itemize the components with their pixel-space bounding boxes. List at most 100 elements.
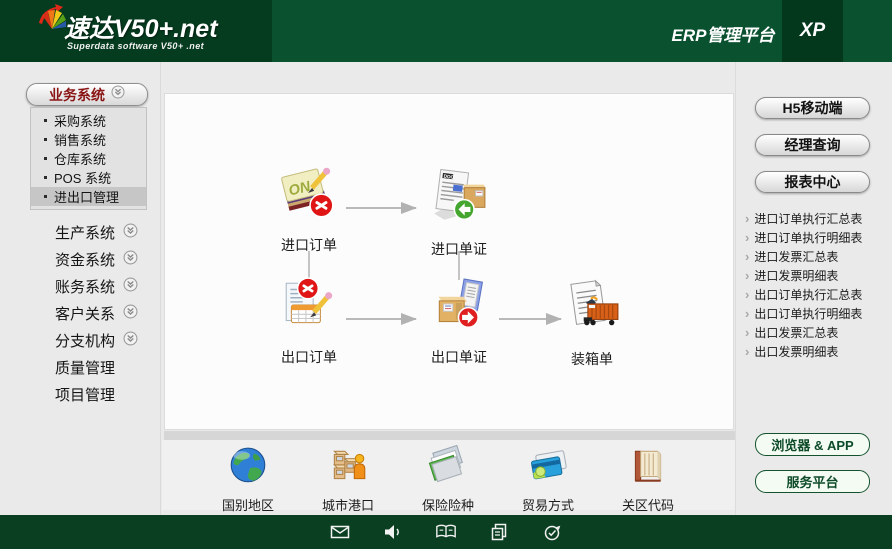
- bullet-icon: [44, 119, 47, 122]
- strip-item-customs-codes[interactable]: 关区代码: [598, 440, 698, 513]
- flow-arrows: [308, 202, 562, 325]
- chevron-right-icon: ›: [745, 249, 750, 264]
- report-link-export-invoice-summary[interactable]: › 出口发票汇总表: [745, 323, 838, 342]
- flow-node-label: 装箱单: [571, 351, 613, 367]
- strip-item-label: 关区代码: [621, 498, 674, 513]
- button-label: 服务平台: [786, 475, 839, 490]
- flow-node-label: 进口订单: [281, 237, 337, 253]
- report-link-import-order-summary[interactable]: ›进口订单执行汇总表: [745, 209, 862, 228]
- sidebar-item-label: 仓库系统: [54, 152, 107, 167]
- help-book-icon[interactable]: [435, 521, 457, 543]
- customs-book-icon: [627, 445, 669, 492]
- chevron-double-down-icon: [123, 304, 138, 323]
- sidebar-item-pos[interactable]: POS 系统: [31, 168, 146, 187]
- chevron-right-icon: ›: [745, 344, 750, 359]
- business-systems-button[interactable]: 业务系统: [26, 83, 148, 106]
- sidebar-item-purchase[interactable]: 采购系统: [31, 111, 146, 130]
- sidebar-group-accounting[interactable]: 账务系统: [55, 274, 138, 298]
- flow-node-label: 进口单证: [431, 241, 487, 257]
- report-link-import-order-detail[interactable]: › 进口订单执行明细表: [745, 228, 862, 247]
- sidebar-item-sales[interactable]: 销售系统: [31, 130, 146, 149]
- report-center-button[interactable]: 报表中心: [755, 171, 870, 193]
- report-label: 出口发票汇总表: [754, 326, 839, 340]
- svg-text:ON: ON: [287, 179, 312, 200]
- flow-node-import-docs[interactable]: DOC: [414, 168, 504, 259]
- sidebar-item-label: 进出口管理: [54, 190, 120, 205]
- browser-app-button[interactable]: 浏览器 & APP: [755, 433, 870, 456]
- flow-node-export-docs[interactable]: 出口单证: [414, 276, 504, 367]
- flow-node-label: 出口单证: [431, 349, 487, 365]
- sidebar-group-label: 生产系统: [55, 224, 116, 242]
- sidebar-item-warehouse[interactable]: 仓库系统: [31, 149, 146, 168]
- export-order-icon: [280, 276, 338, 339]
- chevron-right-icon: ›: [745, 268, 750, 283]
- chevron-right-icon: ›: [745, 325, 750, 340]
- insurance-folder-icon: [427, 444, 469, 492]
- sidebar-group-label: 资金系统: [55, 251, 116, 269]
- bullet-icon: [44, 157, 47, 160]
- report-link-export-order-summary[interactable]: ›出口订单执行汇总表: [745, 285, 862, 304]
- h5-mobile-button[interactable]: H5移动端: [755, 97, 870, 119]
- service-platform-button[interactable]: 服务平台: [755, 470, 870, 493]
- copy-icon[interactable]: [488, 521, 510, 543]
- chevron-double-down-icon: [123, 223, 138, 242]
- sidebar-item-import-export[interactable]: 进出口管理: [31, 187, 146, 206]
- manager-query-button[interactable]: 经理查询: [755, 134, 870, 156]
- report-link-import-invoice-detail[interactable]: ›进口发票明细表: [745, 266, 838, 285]
- chevron-right-icon: ›: [745, 287, 750, 302]
- sidebar-group-projects[interactable]: 项目管理: [55, 382, 115, 406]
- chevron-double-down-icon: [123, 277, 138, 296]
- sidebar-group-funds[interactable]: 资金系统: [55, 247, 138, 271]
- strip-item-label: 贸易方式: [521, 498, 574, 513]
- report-link-import-invoice-summary[interactable]: › 进口发票汇总表: [745, 247, 838, 266]
- export-docs-icon: [430, 276, 488, 339]
- header-bar: 速达V50+.net Superdata software V50+ .net …: [0, 0, 892, 62]
- import-order-icon: ON: [280, 164, 338, 227]
- sidebar-group-branches[interactable]: 分支机构: [55, 328, 138, 352]
- sidebar-group-label: 质量管理: [55, 359, 116, 377]
- logo-block: 速达V50+.net Superdata software V50+ .net: [0, 0, 272, 62]
- chevron-double-down-icon: [123, 331, 138, 350]
- strip-divider: [164, 431, 735, 440]
- strip-item-insurance[interactable]: 保险险种: [398, 440, 498, 513]
- svg-text:DOC: DOC: [443, 174, 455, 180]
- bullet-icon: [44, 138, 47, 141]
- mail-icon[interactable]: [329, 521, 351, 543]
- logo-title: 速达V50+.net: [64, 15, 218, 43]
- flow-node-export-order[interactable]: 出口订单: [264, 276, 354, 367]
- strip-item-countries[interactable]: 国别地区: [198, 440, 298, 513]
- speaker-icon[interactable]: [382, 521, 404, 543]
- button-label: 经理查询: [784, 137, 841, 153]
- import-docs-icon: DOC: [430, 168, 488, 231]
- chevron-right-icon: ›: [745, 230, 750, 245]
- sidebar-group-label: 分支机构: [55, 332, 116, 350]
- left-sidebar: 业务系统 采购系统 销售系统 仓库系统 POS 系统 进出口管理 生产系统 资金…: [0, 62, 160, 515]
- strip-item-city-ports[interactable]: 城市港口: [298, 440, 398, 513]
- report-label: 进口发票汇总表: [754, 250, 839, 264]
- sidebar-group-crm[interactable]: 客户关系: [55, 301, 138, 325]
- globe-icon: [227, 445, 269, 492]
- history-icon[interactable]: [541, 521, 563, 543]
- logo-subtitle: Superdata software V50+ .net: [67, 41, 204, 51]
- strip-item-trade-modes[interactable]: 贸易方式: [498, 440, 598, 513]
- sidebar-item-label: 采购系统: [54, 114, 107, 129]
- right-panel: H5移动端 经理查询 报表中心 ›进口订单执行汇总表 ›进口订单执行明细表 ›进…: [735, 62, 892, 515]
- flow-node-packing-list[interactable]: 装箱单: [547, 278, 637, 369]
- footer-bar: [0, 515, 892, 549]
- report-link-export-order-detail[interactable]: ›出口订单执行明细表: [745, 304, 862, 323]
- sidebar-group-label: 项目管理: [55, 386, 116, 404]
- report-link-export-invoice-detail[interactable]: ›出口发票明细表: [745, 342, 838, 361]
- sidebar-group-production[interactable]: 生产系统: [55, 220, 138, 244]
- trade-cards-icon: [527, 445, 569, 492]
- button-label: H5移动端: [782, 100, 843, 116]
- report-label: 进口订单执行明细表: [754, 231, 863, 245]
- button-label: 浏览器 & APP: [771, 438, 854, 453]
- sidebar-group-label: 客户关系: [55, 305, 116, 323]
- sidebar-group-quality[interactable]: 质量管理: [55, 355, 115, 379]
- basedata-strip: 国别地区 城市港口: [162, 440, 736, 513]
- flow-node-import-order[interactable]: ON 进口订单: [264, 164, 354, 255]
- edition-badge: XP: [782, 0, 843, 62]
- port-boxes-icon: [327, 445, 369, 492]
- platform-title: ERP管理平台: [671, 26, 775, 45]
